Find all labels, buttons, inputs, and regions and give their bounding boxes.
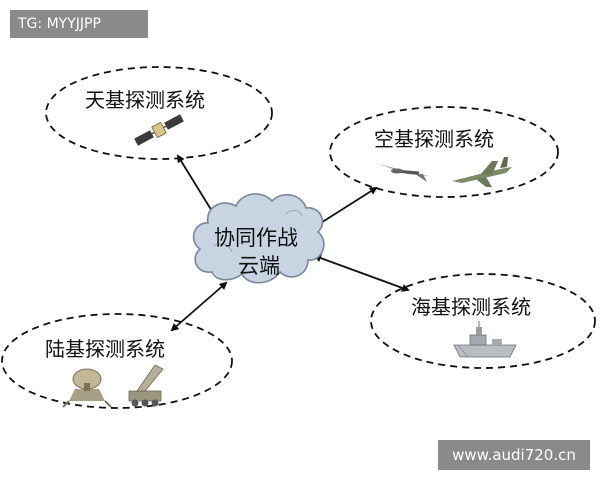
air-system-label: 空基探测系统 [374, 127, 494, 151]
land-system-ellipse [1, 313, 233, 409]
land-system-label: 陆基探测系统 [45, 337, 165, 361]
watermark-top-left: TG: MYYJJPP [10, 10, 148, 38]
fighter-jet-icon [452, 157, 512, 187]
satellite-icon [134, 114, 184, 146]
space-system-label: 天基探测系统 [85, 88, 205, 112]
warship-icon [453, 321, 517, 358]
arrow-land-cloud [170, 281, 228, 332]
missile-launcher-icon [128, 364, 164, 407]
sea-system-ellipse [370, 273, 596, 369]
radar-icon [62, 368, 112, 408]
sea-system-label: 海基探测系统 [411, 295, 531, 319]
arrow-space-cloud [176, 154, 217, 218]
cloud-center-line2: 云端 [238, 254, 280, 278]
arrow-air-cloud [314, 186, 378, 228]
arrow-sea-cloud [313, 254, 410, 292]
cloud-center-line1: 协同作战 [214, 226, 298, 250]
air-system-ellipse [329, 106, 559, 198]
cloud-icon [192, 193, 325, 284]
space-system-ellipse [45, 66, 273, 160]
drone-icon [379, 164, 429, 182]
watermark-bottom-right: www.audi720.cn [438, 440, 590, 470]
